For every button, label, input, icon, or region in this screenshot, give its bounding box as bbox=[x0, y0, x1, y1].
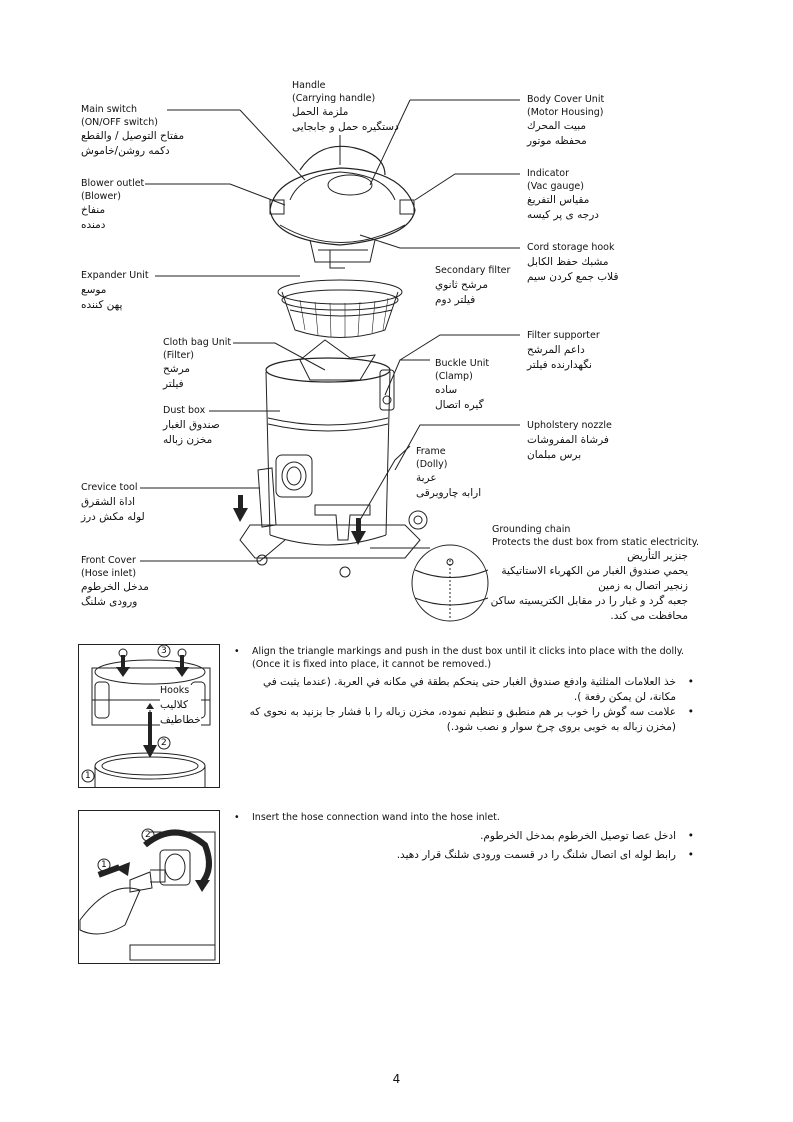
label-body-cover-unit: Body Cover Unit (Motor Housing) مبيت الم… bbox=[527, 94, 605, 147]
instruction-block-1: •Align the triangle markings and push in… bbox=[234, 646, 694, 733]
label-buckle-unit: Buckle Unit (Clamp) ساده گیره اتصال bbox=[435, 358, 490, 411]
label-secondary-filter: Secondary filter مرشح ثانوي فیلتر دوم bbox=[435, 265, 511, 306]
label-handle: Handle (Carrying handle) ملزمة الحمل دست… bbox=[292, 80, 399, 133]
label-main-switch: Main switch (ON/OFF switch) مفتاح التوصي… bbox=[81, 104, 185, 157]
label-cloth-bag-unit: Cloth bag Unit (Filter) مرشح فيلتر bbox=[163, 337, 232, 390]
figure-dust-box-install bbox=[78, 644, 220, 788]
label-blower-outlet: Blower outlet (Blower) منفاخ دمنده bbox=[81, 178, 145, 231]
fig1-step-2: 2 bbox=[161, 738, 167, 748]
label-front-cover: Front Cover (Hose inlet) مدخل الخرطوم ور… bbox=[81, 555, 149, 608]
label-expander-unit: Expander Unit موسع پهن کننده bbox=[81, 270, 149, 311]
label-indicator: Indicator (Vac gauge) مقياس التفريغ درجه… bbox=[527, 168, 599, 221]
page-number: 4 bbox=[392, 1072, 401, 1086]
fig2-step-2: 2 bbox=[145, 830, 151, 840]
fig1-step-3: 3 bbox=[161, 646, 167, 656]
figure-hose-insert bbox=[78, 810, 220, 964]
label-upholstery-nozzle: Upholstery nozzle فرشاة المفروشات برس مب… bbox=[527, 420, 612, 461]
fig1-step-1: 1 bbox=[85, 771, 91, 781]
fig2-step-1: 1 bbox=[101, 860, 107, 870]
label-cord-storage-hook: Cord storage hook مشبك حفظ الكابل قلاب ج… bbox=[527, 242, 619, 283]
label-filter-supporter: Filter supporter داعم المرشح نگهدارنده ف… bbox=[527, 330, 600, 371]
label-crevice-tool: Crevice tool اداة الشقرق لوله مکش درز bbox=[81, 482, 145, 523]
label-dust-box: Dust box صندوق الغبار مخزن زباله bbox=[163, 405, 220, 446]
instruction-block-2: •Insert the hose connection wand into th… bbox=[234, 812, 694, 861]
label-frame: Frame (Dolly) عربة ارابه چاروبرقی bbox=[416, 446, 482, 499]
fig1-hooks-label: Hooks كلاليب خطاطیف bbox=[160, 685, 201, 728]
label-grounding-chain: Grounding chain Protects the dust box fr… bbox=[490, 524, 700, 622]
